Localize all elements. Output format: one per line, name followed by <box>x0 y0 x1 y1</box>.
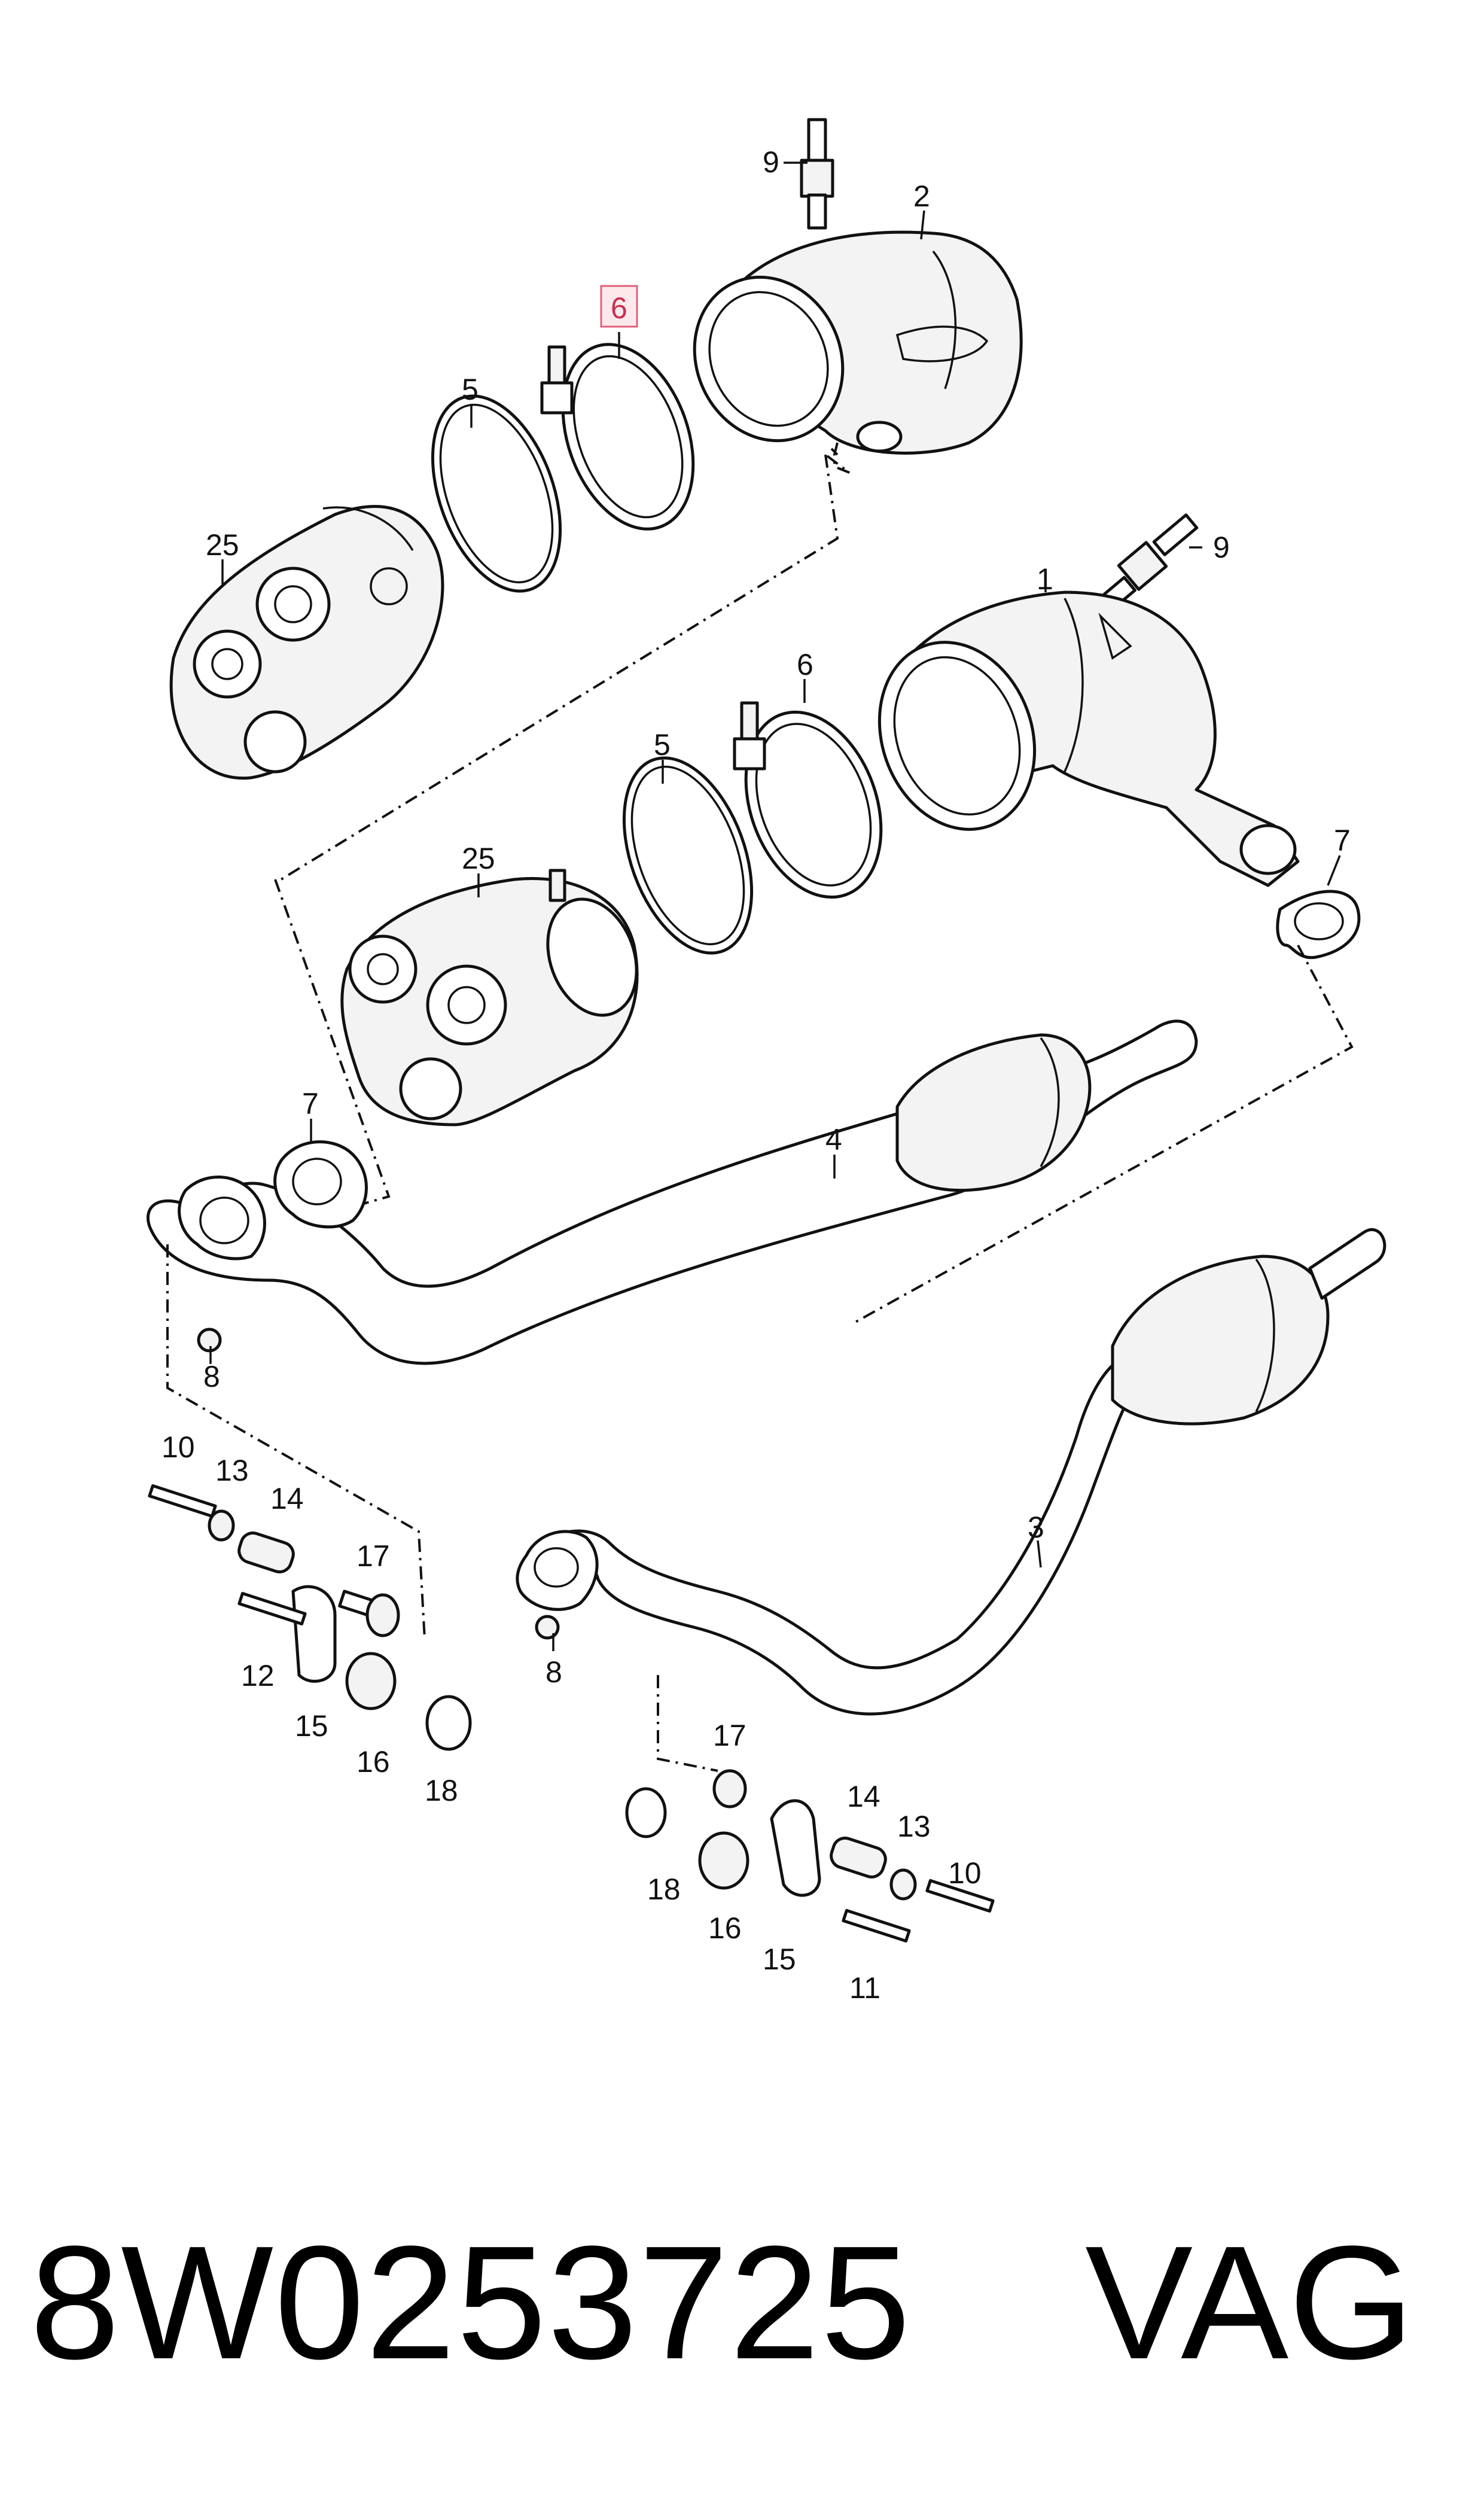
turbocharger-25-upper <box>169 505 444 780</box>
callout-17-right: 17 <box>713 1719 746 1752</box>
callout-6-highlighted[interactable]: 6 <box>600 285 638 328</box>
front-pipe-4 <box>146 1019 1198 1365</box>
clamp-6-upper <box>540 343 695 531</box>
gasket-7-left <box>273 1140 368 1229</box>
callout-17-left: 17 <box>356 1539 390 1573</box>
leader-lines <box>209 162 1341 1651</box>
rear-pipe-3 <box>516 1228 1387 1716</box>
callout-5-upper: 5 <box>462 373 479 406</box>
hanger-hardware-right <box>625 1769 995 1943</box>
footer: 8W0253725 VAG <box>30 2213 1465 2393</box>
callout-1: 1 <box>1037 562 1053 596</box>
callout-25-upper: 25 <box>206 528 239 562</box>
callout-3: 3 <box>1028 1511 1044 1544</box>
callout-12: 12 <box>241 1659 275 1692</box>
callout-labels: 9 2 6 5 25 1 9 6 5 7 25 7 4 8 10 13 14 1… <box>161 145 1351 2005</box>
callout-16-left: 16 <box>356 1745 390 1779</box>
gasket-5-upper <box>431 394 562 593</box>
catalytic-converter-1 <box>877 590 1300 887</box>
upper-assembly-bracket <box>280 442 851 881</box>
hanger-link-right <box>657 1675 718 1772</box>
callout-6-upper: 6 <box>611 291 627 325</box>
callout-18-left: 18 <box>425 1774 458 1807</box>
callout-14-left: 14 <box>270 1482 304 1515</box>
oxygen-sensor-top <box>800 118 834 230</box>
brand-name: VAG <box>1085 2213 1415 2393</box>
callout-7-left: 7 <box>302 1087 319 1121</box>
callout-16-right: 16 <box>708 1911 742 1945</box>
callout-6-lower: 6 <box>797 648 813 681</box>
callout-15-right: 15 <box>763 1942 796 1976</box>
catalytic-converter-2 <box>693 230 1023 455</box>
part-number: 8W0253725 <box>30 2213 912 2393</box>
callout-5-lower: 5 <box>654 728 671 762</box>
callout-25-lower: 25 <box>462 842 495 875</box>
callout-14-right: 14 <box>847 1780 880 1813</box>
turbocharger-25-lower <box>340 869 639 1126</box>
callout-9-top: 9 <box>763 145 779 179</box>
callout-15-left: 15 <box>295 1709 328 1743</box>
callout-4: 4 <box>825 1123 842 1156</box>
callout-11: 11 <box>849 1971 880 2005</box>
callout-13-right: 13 <box>897 1810 931 1843</box>
callout-8-right: 8 <box>546 1655 562 1689</box>
gasket-7-right <box>1276 890 1361 960</box>
callout-2: 2 <box>913 179 930 213</box>
callout-8-left: 8 <box>203 1360 220 1393</box>
callout-7-right: 7 <box>1334 824 1351 857</box>
gasket-5-lower <box>622 756 754 955</box>
hanger-hardware-left <box>148 1484 472 1751</box>
clamp-6-lower <box>733 701 883 899</box>
callout-10-right: 10 <box>948 1856 982 1890</box>
callout-13-left: 13 <box>215 1454 249 1487</box>
hanger-link-left <box>166 1244 426 1640</box>
callout-18-right: 18 <box>647 1872 681 1906</box>
callout-9-right: 9 <box>1213 531 1230 564</box>
callout-10-left: 10 <box>161 1430 195 1464</box>
